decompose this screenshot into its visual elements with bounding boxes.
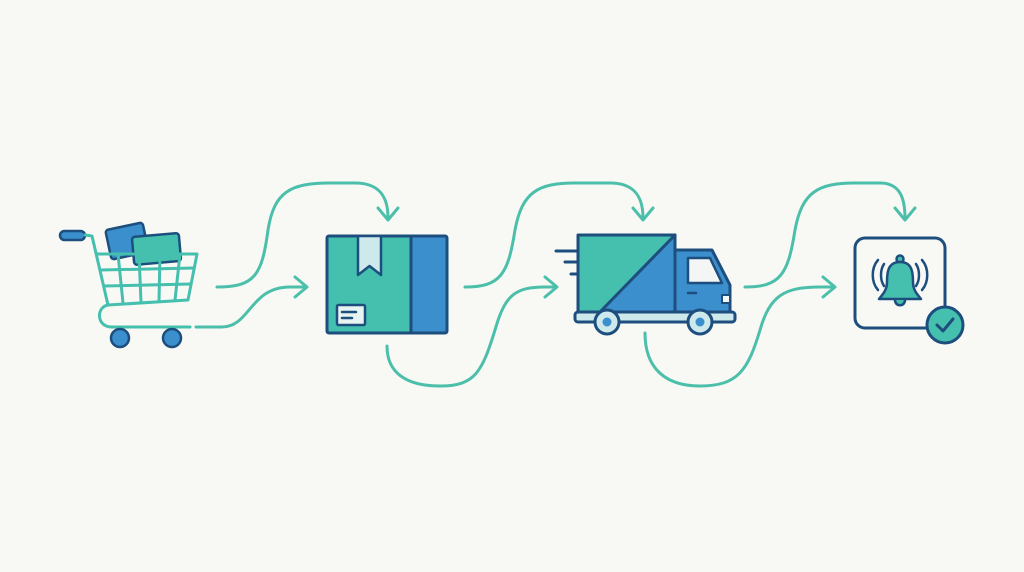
connector-box-to-truck-upper (463, 181, 655, 289)
connector-truck-to-bell-upper (743, 181, 917, 289)
package-box-icon (325, 234, 449, 335)
connector-cart-to-box-lower (194, 275, 309, 329)
notification-bell-check-icon (853, 236, 965, 345)
connector-cart-to-box-upper (215, 181, 400, 289)
delivery-truck-icon (554, 233, 737, 336)
check-badge-icon (925, 305, 965, 345)
connector-truck-to-bell-lower (643, 275, 837, 388)
shopping-cart-icon (58, 221, 199, 349)
connector-box-to-truck-lower (385, 275, 559, 388)
